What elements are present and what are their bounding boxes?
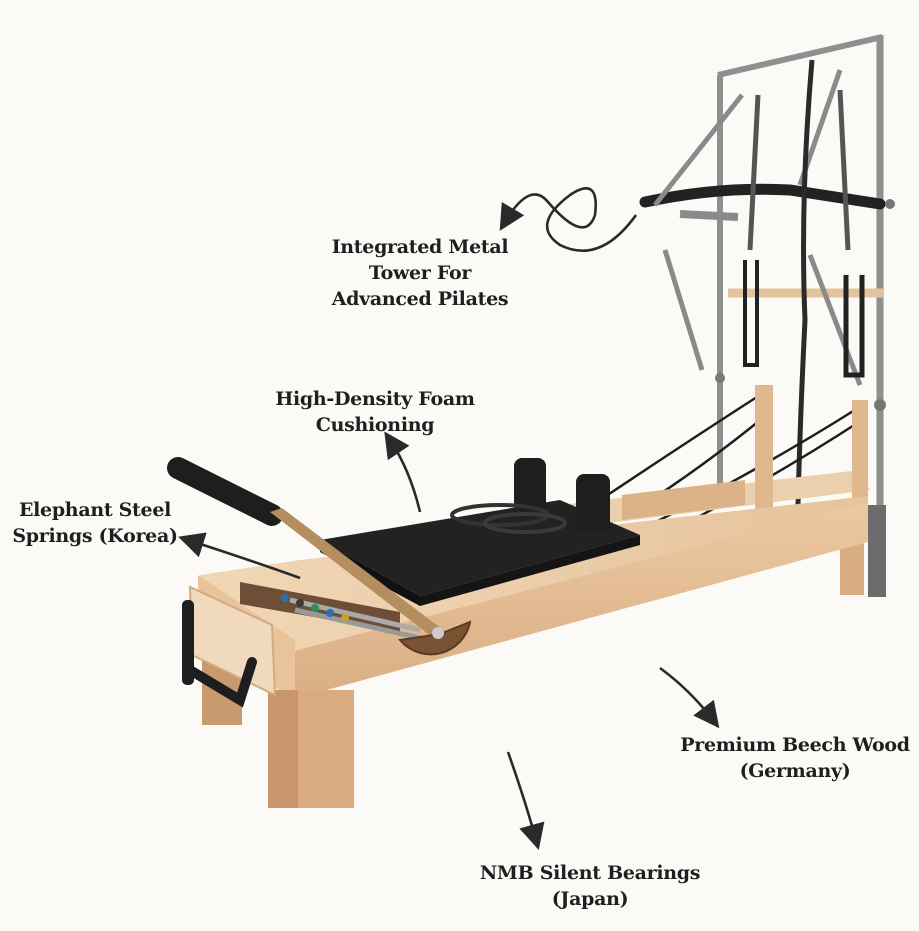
callout-line: Premium Beech Wood	[680, 734, 910, 756]
callout-line: Integrated Metal	[331, 236, 509, 258]
callout-line: Springs (Korea)	[12, 525, 178, 547]
callout-line: (Germany)	[739, 760, 851, 782]
callout-line: Advanced Pilates	[331, 288, 509, 310]
spring-rack	[240, 582, 421, 641]
callout-line: Elephant Steel	[18, 499, 172, 521]
footbar	[167, 457, 472, 656]
callout-integrated-metal-tower: Integrated Metal Tower For Advanced Pila…	[300, 234, 540, 312]
callout-line: (Japan)	[551, 888, 629, 910]
callout-nmb-silent-bearings: NMB Silent Bearings (Japan)	[470, 860, 710, 912]
callout-high-density-foam: High-Density Foam Cushioning	[255, 386, 495, 438]
callout-line: NMB Silent Bearings	[479, 862, 701, 884]
callout-line: High-Density Foam	[275, 388, 475, 410]
callout-line: Cushioning	[315, 414, 435, 436]
callout-premium-beech-wood: Premium Beech Wood (Germany)	[670, 732, 919, 784]
carriage	[320, 458, 640, 606]
callout-line: Tower For	[368, 262, 472, 284]
callout-elephant-steel-springs: Elephant Steel Springs (Korea)	[0, 497, 190, 549]
callout-arrows	[178, 187, 720, 851]
